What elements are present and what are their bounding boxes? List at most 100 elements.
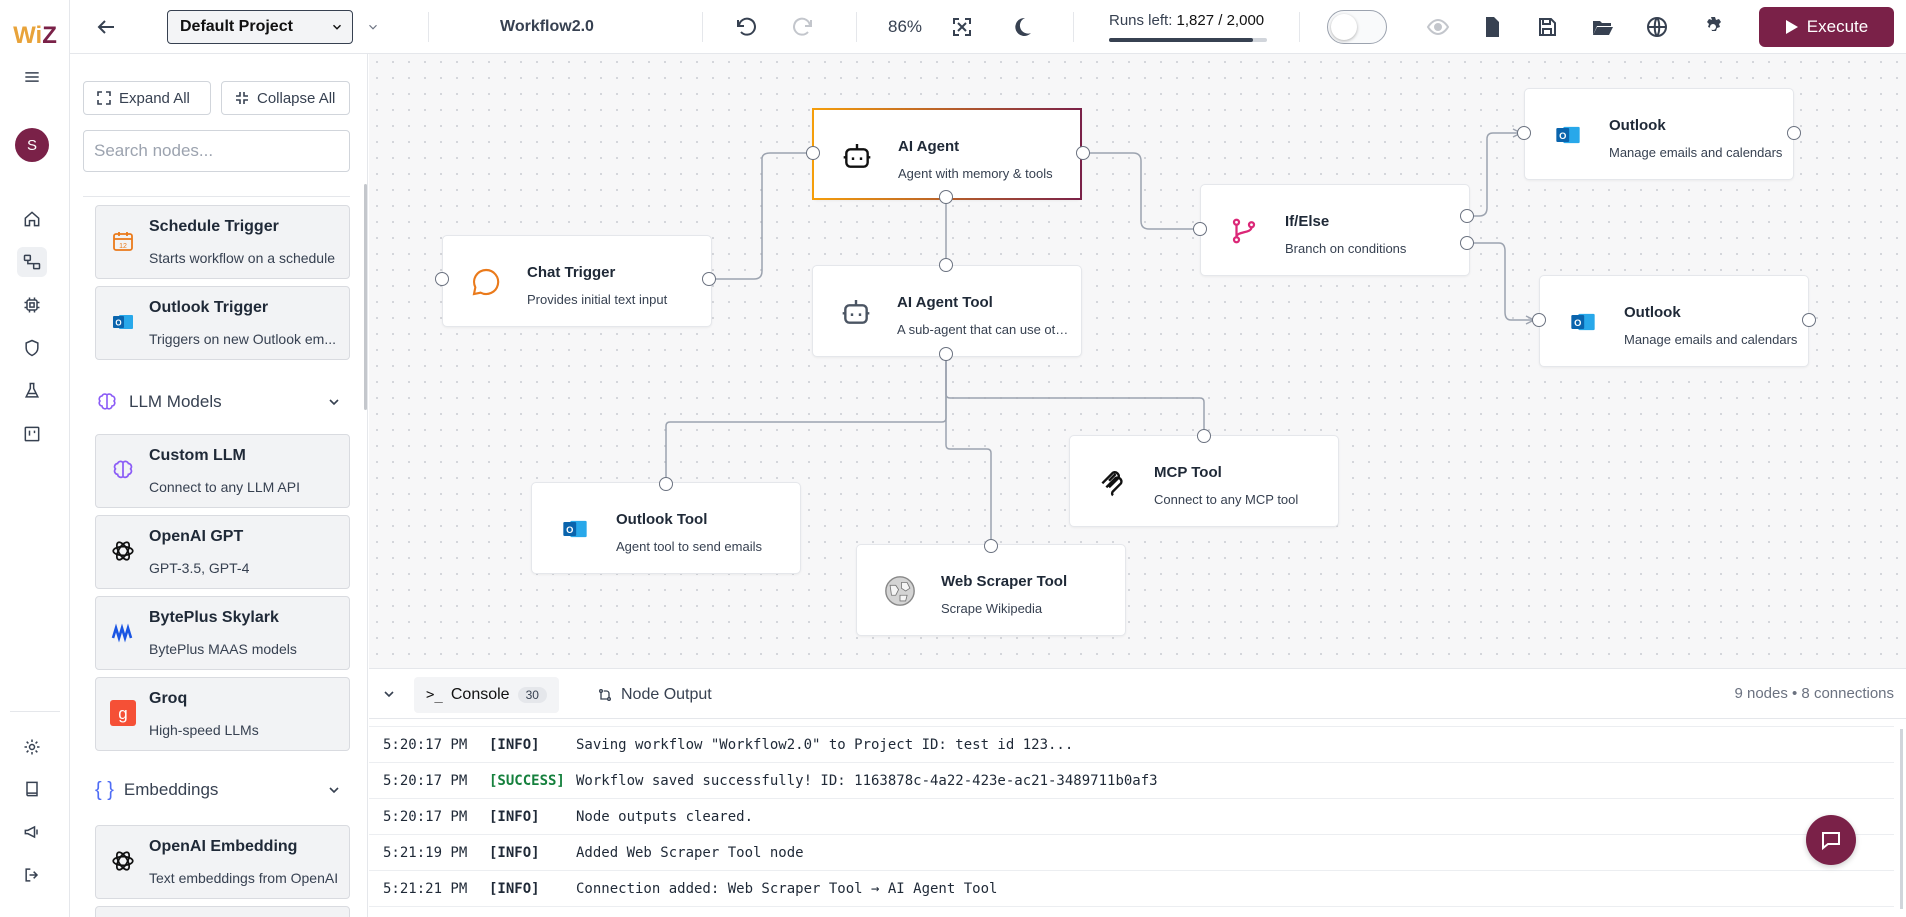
settings-icon[interactable] <box>17 732 47 762</box>
input-port[interactable] <box>939 258 953 272</box>
section-llm-models[interactable]: LLM Models <box>95 384 350 420</box>
megaphone-icon[interactable] <box>17 817 47 847</box>
chat-support-button[interactable] <box>1806 815 1856 865</box>
book-icon[interactable] <box>17 774 47 804</box>
search-nodes-input[interactable] <box>83 130 350 172</box>
input-port[interactable] <box>806 146 820 160</box>
gear-icon[interactable] <box>1701 0 1725 54</box>
save-icon[interactable] <box>1535 0 1559 54</box>
calendar-icon: 12 <box>108 226 138 256</box>
true-output-port[interactable] <box>1460 209 1474 223</box>
runs-left: Runs left: 1,827 / 2,000 <box>1109 12 1269 29</box>
runs-left-label: Runs left: <box>1109 12 1173 29</box>
logout-icon[interactable] <box>17 860 47 890</box>
section-embeddings[interactable]: { } Embeddings <box>95 772 350 808</box>
expand-all-button[interactable]: Expand All <box>83 81 211 115</box>
globe-icon[interactable] <box>1645 0 1669 54</box>
flask-icon[interactable] <box>17 376 47 406</box>
tool-port[interactable] <box>939 190 953 204</box>
console-scrollbar[interactable] <box>1900 729 1903 909</box>
library-node-openai-embedding[interactable]: OpenAI Embedding Text embeddings from Op… <box>95 825 350 899</box>
menu-icon[interactable] <box>17 62 47 92</box>
input-port[interactable] <box>1193 222 1207 236</box>
log-row-partial <box>369 719 1894 727</box>
library-node-desc: BytePlus MAAS models <box>149 641 297 657</box>
flow-node-title: Outlook <box>1609 117 1666 134</box>
workflow-dropdown-chevron-icon[interactable] <box>366 0 380 54</box>
connector-port[interactable] <box>1197 429 1211 443</box>
library-node-outlook-trigger[interactable]: O Outlook Trigger Triggers on new Outloo… <box>95 286 350 360</box>
flow-node-desc: Provides initial text input <box>527 292 668 307</box>
mode-toggle[interactable] <box>1327 10 1387 44</box>
app-logo[interactable]: WiZ <box>13 22 57 49</box>
project-select-value: Default Project <box>180 18 293 35</box>
library-node-title: OpenAI GPT <box>149 528 244 545</box>
output-port[interactable] <box>1076 146 1090 160</box>
library-node-openai-gpt[interactable]: OpenAI GPT GPT-3.5, GPT-4 <box>95 515 350 589</box>
tab-console[interactable]: >_ Console 30 <box>414 677 559 713</box>
workflow-title[interactable]: Workflow2.0 <box>500 18 594 35</box>
left-rail: WiZ S <box>0 0 70 917</box>
toolbar-divider <box>428 12 429 42</box>
false-output-port[interactable] <box>1460 236 1474 250</box>
log-row: 5:21:21 PM[INFO]Connection added: Web Sc… <box>369 871 1894 907</box>
folder-open-icon[interactable] <box>1590 0 1614 54</box>
library-node-custom-llm[interactable]: Custom LLM Connect to any LLM API <box>95 434 350 508</box>
chevron-down-icon <box>332 24 342 30</box>
kanban-icon[interactable] <box>17 419 47 449</box>
shield-icon[interactable] <box>17 333 47 363</box>
redo-icon[interactable] <box>791 0 815 54</box>
file-icon[interactable] <box>1480 0 1504 54</box>
flow-node-title: AI Agent Tool <box>897 294 993 311</box>
tool-port[interactable] <box>939 347 953 361</box>
chip-icon[interactable] <box>17 290 47 320</box>
flow-node-ai-agent[interactable]: AI Agent Agent with memory & tools <box>812 108 1082 200</box>
runs-left-value: 1,827 / 2,000 <box>1176 12 1265 29</box>
log-time: 5:21:19 PM <box>383 845 468 861</box>
flow-node-ai-agent-tool[interactable]: AI Agent Tool A sub-agent that can use o… <box>812 265 1082 357</box>
toolbar-divider <box>1073 12 1074 42</box>
back-arrow-icon[interactable] <box>94 0 118 54</box>
eye-icon[interactable] <box>1426 0 1450 54</box>
expand-all-label: Expand All <box>119 89 190 107</box>
library-node-byteplus-skylark[interactable]: BytePlus Skylark BytePlus MAAS models <box>95 596 350 670</box>
tab-node-output[interactable]: Node Output <box>585 677 724 713</box>
home-icon[interactable] <box>17 204 47 234</box>
library-node-partial[interactable] <box>95 906 350 917</box>
avatar[interactable]: S <box>15 128 49 162</box>
dark-mode-moon-icon[interactable] <box>1010 0 1034 54</box>
input-port[interactable] <box>1532 313 1546 327</box>
fit-screen-icon[interactable] <box>950 0 974 54</box>
output-port[interactable] <box>1802 313 1816 327</box>
console-count-badge: 30 <box>517 687 547 703</box>
input-port[interactable] <box>435 272 449 286</box>
robot-icon <box>840 139 874 173</box>
flow-node-mcp-tool[interactable]: MCP Tool Connect to any MCP tool <box>1069 435 1339 527</box>
collapse-all-button[interactable]: Collapse All <box>221 81 350 115</box>
workflow-icon[interactable] <box>17 247 47 277</box>
input-port[interactable] <box>1517 126 1531 140</box>
collapse-chevron-icon[interactable] <box>381 686 397 707</box>
workflow-canvas[interactable]: Chat Trigger Provides initial text input… <box>369 54 1906 668</box>
node-library-sidebar: Expand All Collapse All 12 Schedule Trig… <box>70 54 368 917</box>
flow-node-desc: Agent with memory & tools <box>898 166 1053 181</box>
library-node-groq[interactable]: g Groq High-speed LLMs <box>95 677 350 751</box>
console-panel: >_ Console 30 Node Output 9 nodes • 8 co… <box>369 668 1906 917</box>
execute-button[interactable]: Execute <box>1759 7 1894 47</box>
library-node-schedule-trigger[interactable]: 12 Schedule Trigger Starts workflow on a… <box>95 205 350 279</box>
undo-icon[interactable] <box>734 0 758 54</box>
flow-node-chat-trigger[interactable]: Chat Trigger Provides initial text input <box>442 235 712 327</box>
flow-node-outlook-1[interactable]: O Outlook Manage emails and calendars <box>1524 88 1794 180</box>
output-port[interactable] <box>1787 126 1801 140</box>
flow-node-web-scraper-tool[interactable]: Web Scraper Tool Scrape Wikipedia <box>856 544 1126 636</box>
project-select[interactable]: Default Project <box>167 10 353 44</box>
library-node-desc: Text embeddings from OpenAI <box>149 870 339 886</box>
output-port[interactable] <box>702 272 716 286</box>
flow-node-outlook-2[interactable]: O Outlook Manage emails and calendars <box>1539 275 1809 367</box>
sidebar-scrollbar[interactable] <box>364 184 367 410</box>
flow-node-if-else[interactable]: If/Else Branch on conditions <box>1200 184 1470 276</box>
connector-port[interactable] <box>984 539 998 553</box>
flow-node-outlook-tool[interactable]: O Outlook Tool Agent tool to send emails <box>531 482 801 574</box>
library-node-title: Groq <box>149 690 188 707</box>
connector-port[interactable] <box>659 477 673 491</box>
